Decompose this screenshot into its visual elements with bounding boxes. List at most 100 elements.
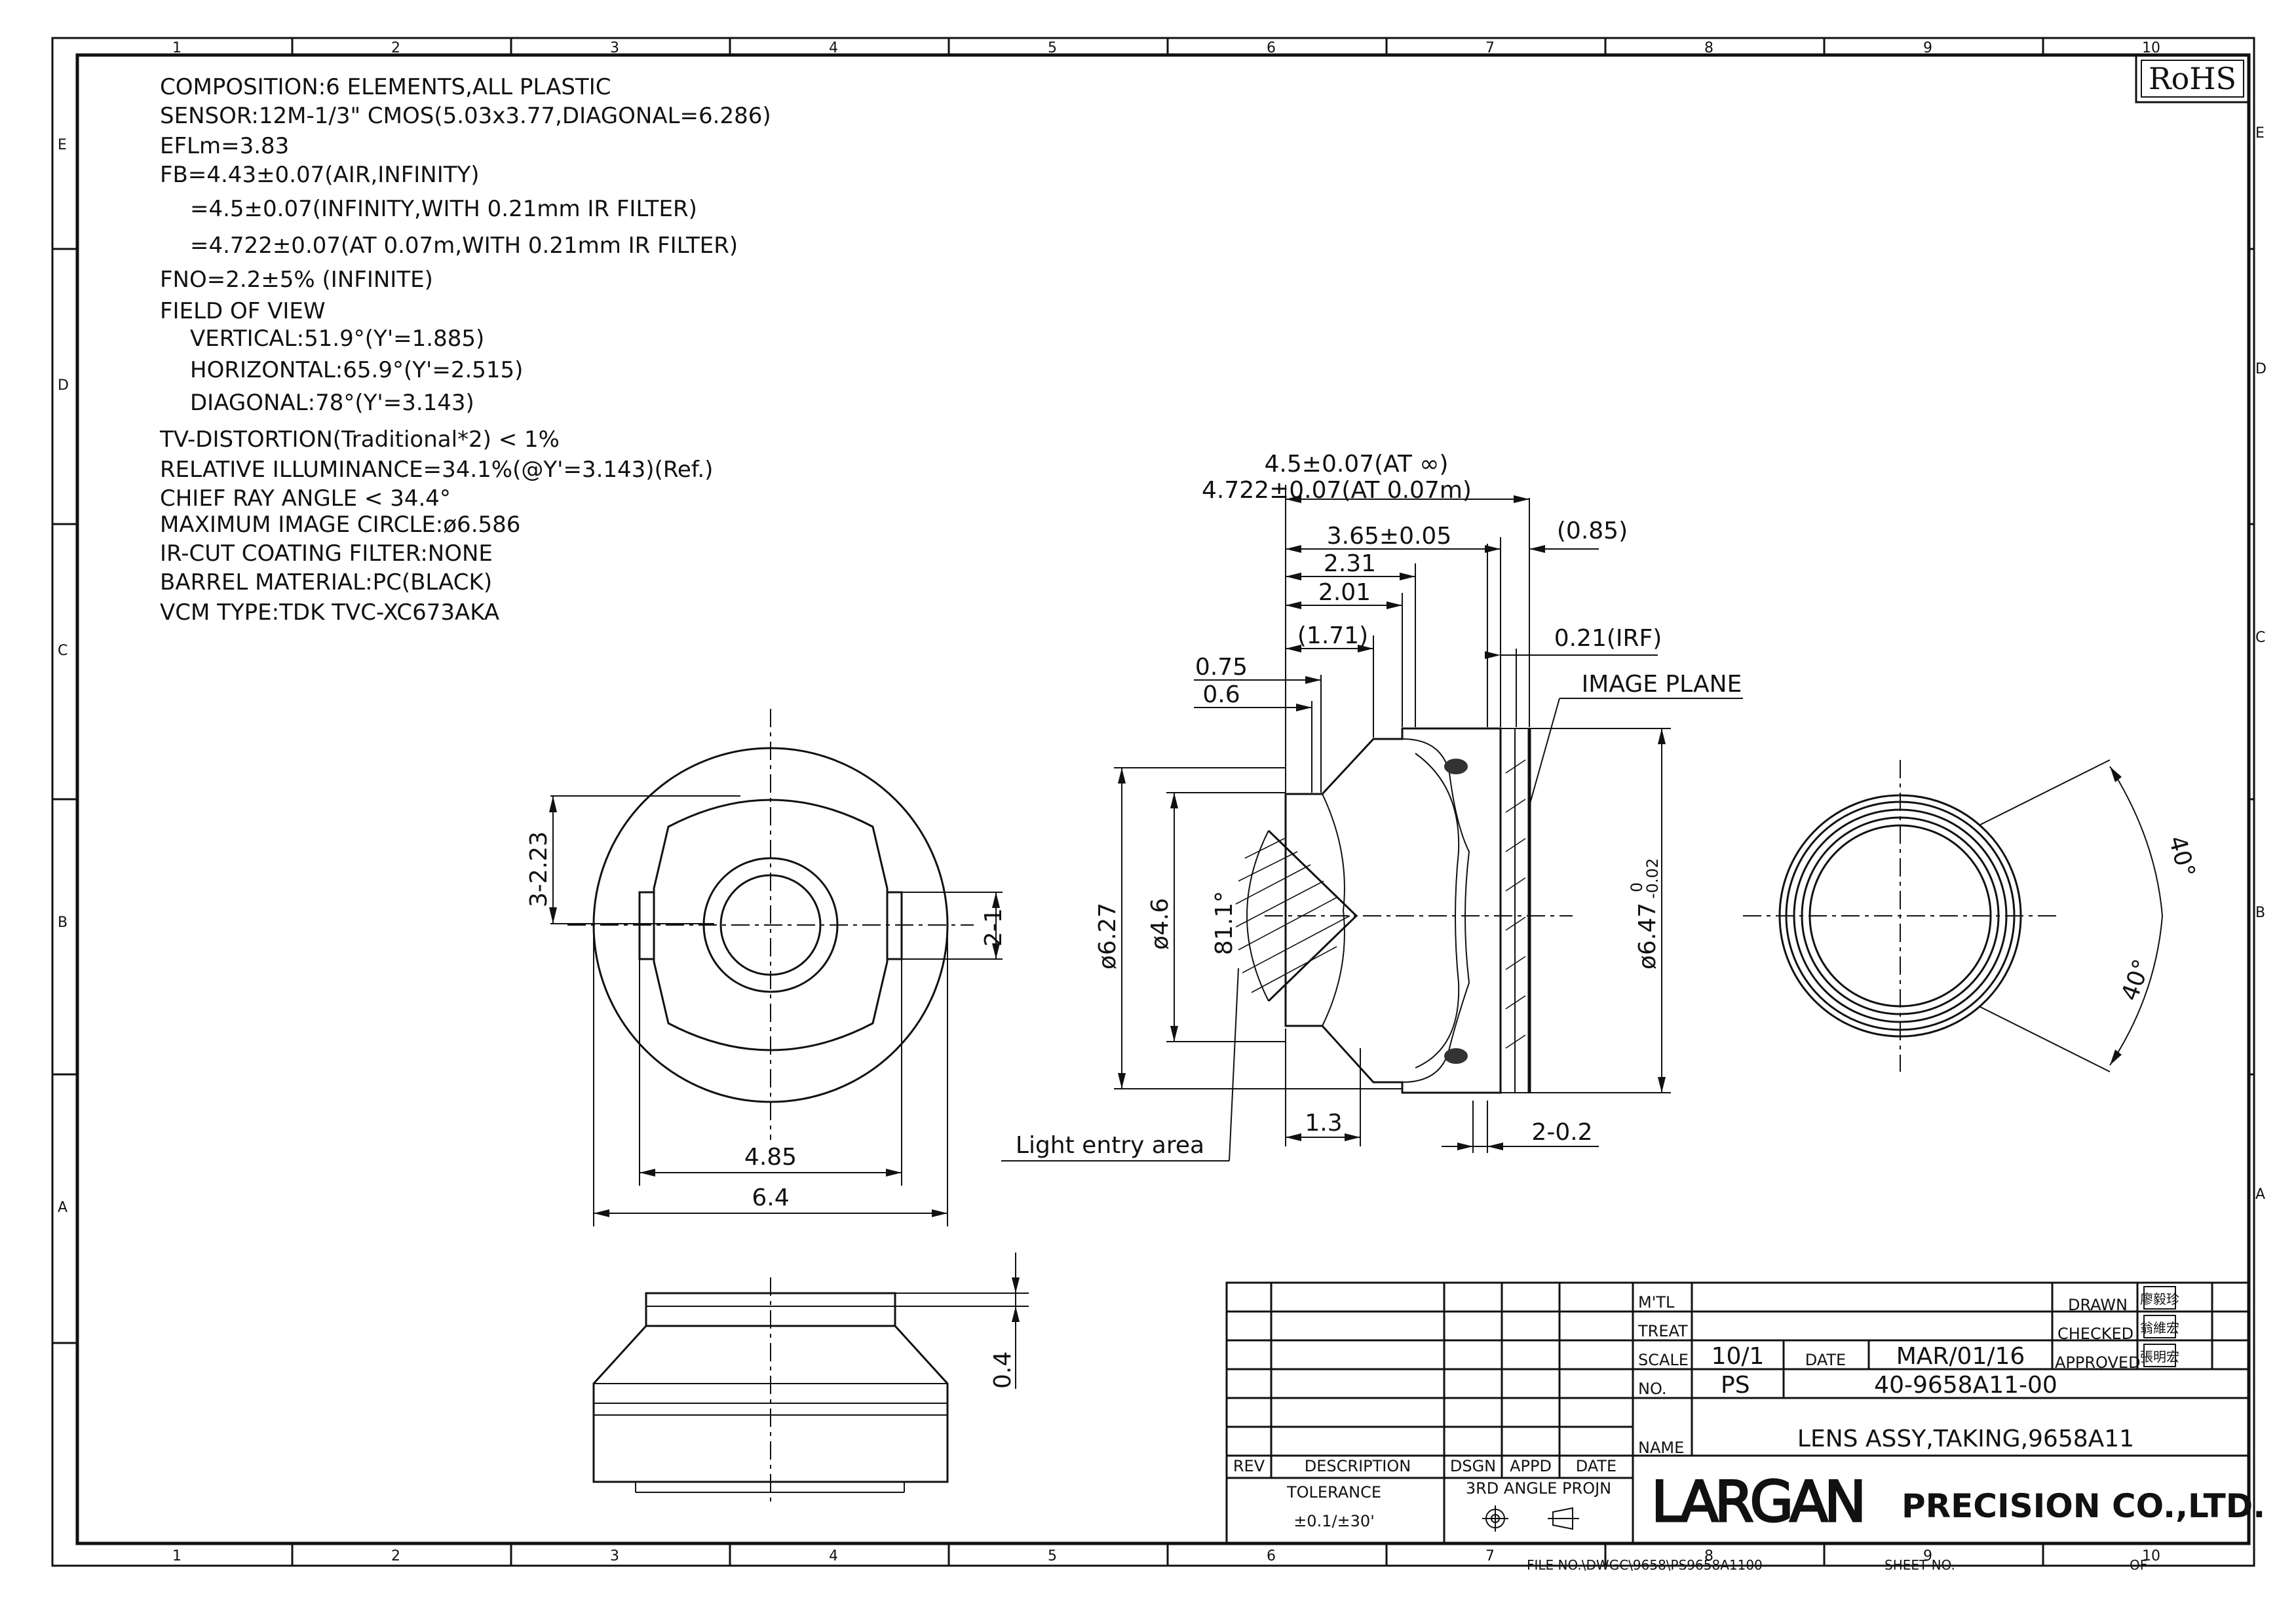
scale-value: 10/1 [1712, 1343, 1765, 1370]
checked-label: CHECKED [2057, 1325, 2133, 1343]
zone-ticks [52, 38, 2254, 1566]
treat-label: TREAT [1637, 1322, 1688, 1340]
drawn-label: DRAWN [2068, 1296, 2128, 1314]
dim-angle-40-upper: 40° [2163, 833, 2200, 880]
zone-col-3-bottom: 3 [610, 1548, 619, 1564]
light-entry-label: Light entry area [1016, 1132, 1204, 1159]
dim-irf: 0.21(IRF) [1554, 625, 1662, 652]
of-label: OF [2130, 1557, 2147, 1573]
dim-length-171: (1.71) [1297, 622, 1368, 649]
file-number: FILE NO.\DWGC\9658\PS9658A1100 [1527, 1557, 1763, 1573]
dim-fb-infinity: 4.5±0.07(AT ∞) [1265, 451, 1449, 478]
zone-row-e-right: E [2255, 125, 2265, 142]
dim-length-365: 3.65±0.05 [1327, 523, 1451, 550]
tolerance-label: TOLERANCE [1286, 1483, 1381, 1501]
zone-row-b-left: B [58, 915, 67, 931]
zone-labels: 1 2 3 4 5 6 7 8 9 10 1 2 3 4 5 6 7 8 9 1… [58, 40, 2267, 1564]
zone-col-8-top: 8 [1704, 40, 1713, 56]
appd-header: APPD [1510, 1457, 1552, 1475]
zone-col-4-bottom: 4 [829, 1548, 838, 1564]
dim-front-width-485: 4.85 [744, 1144, 797, 1171]
drawing-number: 40-9658A11-00 [1874, 1372, 2057, 1399]
zone-row-a-right: A [2255, 1186, 2265, 1203]
projection-symbol-icon [1482, 1505, 1579, 1532]
ir-filter-hatch [1505, 759, 1526, 1049]
no-prefix: PS [1721, 1372, 1750, 1399]
dim-length-085: (0.85) [1557, 518, 1628, 544]
specifications-block: COMPOSITION:6 ELEMENTS,ALL PLASTIC SENSO… [159, 74, 771, 626]
approved-label: APPROVED [2055, 1353, 2141, 1372]
dim-diameter-627: ø6.27 [1094, 903, 1121, 970]
zone-row-d-right: D [2255, 361, 2267, 377]
company-name: PRECISION CO.,LTD. [1902, 1487, 2265, 1525]
dim-angle-811: 81.1° [1211, 891, 1238, 955]
zone-col-8-bottom: 8 [1704, 1548, 1713, 1564]
no-label: NO. [1638, 1380, 1667, 1398]
zone-col-9-bottom: 9 [1923, 1548, 1932, 1564]
dsgn-header: DSGN [1450, 1457, 1496, 1475]
rev-header: REV [1233, 1457, 1265, 1475]
zone-row-c-left: C [58, 643, 67, 659]
dim-side-04: 0.4 [989, 1351, 1016, 1389]
side-view: 0.4 [592, 1253, 1029, 1507]
zone-col-6-top: 6 [1267, 40, 1276, 56]
spec-fb-near: =4.722±0.07(AT 0.07m,WITH 0.21mm IR FILT… [190, 233, 738, 259]
sheet-number-label: SHEET NO. [1885, 1557, 1955, 1573]
section-view: 4.5±0.07(AT ∞) 4.722±0.07(AT 0.07m) 3.65… [1001, 451, 1743, 1161]
spec-barrel-material: BARREL MATERIAL:PC(BLACK) [160, 569, 492, 595]
projection-label: 3RD ANGLE PROJN [1466, 1479, 1611, 1498]
image-plane-label: IMAGE PLANE [1582, 671, 1742, 698]
company-logo: LARGAN [1651, 1469, 1862, 1535]
dim-647-tol-upper: 0 [1628, 882, 1646, 892]
spec-vcm-type: VCM TYPE:TDK TVC-XC673AKA [160, 599, 499, 626]
zone-col-5-top: 5 [1048, 40, 1057, 56]
dim-length-075: 0.75 [1195, 654, 1248, 681]
checked-signature-stamp: 翁維宏 [2140, 1320, 2179, 1336]
spec-ir-cut: IR-CUT COATING FILTER:NONE [160, 540, 493, 567]
spec-sensor: SENSOR:12M-1/3" CMOS(5.03x3.77,DIAGONAL=… [160, 103, 771, 129]
scale-label: SCALE [1638, 1351, 1689, 1369]
spec-fov-heading: FIELD OF VIEW [160, 298, 326, 324]
title-block: REV DESCRIPTION DSGN APPD DATE TOLERANCE… [1225, 1281, 2265, 1545]
name-label: NAME [1638, 1439, 1684, 1457]
zone-col-7-bottom: 7 [1485, 1548, 1495, 1564]
mtl-label: M'TL [1638, 1293, 1675, 1312]
dim-front-tab: 2-1 [980, 908, 1007, 947]
spec-composition: COMPOSITION:6 ELEMENTS,ALL PLASTIC [160, 74, 611, 100]
date-value: MAR/01/16 [1896, 1343, 2025, 1370]
dim-fb-near: 4.722±0.07(AT 0.07m) [1202, 477, 1472, 504]
spec-relative-illuminance: RELATIVE ILLUMINANCE=34.1%(@Y'=3.143)(Re… [160, 457, 713, 483]
zone-col-2-top: 2 [391, 40, 400, 56]
zone-col-10-bottom: 10 [2142, 1548, 2160, 1564]
file-info: FILE NO.\DWGC\9658\PS9658A1100 SHEET NO.… [1527, 1543, 2147, 1573]
dim-angle-40-lower: 40° [2116, 956, 2156, 1004]
dim-length-202: 2-0.2 [1531, 1119, 1592, 1146]
zone-row-e-left: E [58, 137, 67, 153]
zone-col-2-bottom: 2 [391, 1548, 400, 1564]
lens-hatch [1235, 838, 1350, 993]
zone-row-b-right: B [2255, 905, 2265, 921]
zone-row-d-left: D [58, 377, 69, 394]
spec-efl: EFLm=3.83 [160, 133, 289, 159]
spec-max-image-circle: MAXIMUM IMAGE CIRCLE:ø6.586 [160, 512, 520, 538]
dim-front-height: 3-2.23 [526, 831, 552, 907]
dim-front-width-64: 6.4 [752, 1184, 789, 1211]
part-name: LENS ASSY,TAKING,9658A11 [1797, 1426, 2134, 1452]
dim-length-13: 1.3 [1305, 1110, 1342, 1137]
zone-col-5-bottom: 5 [1048, 1548, 1057, 1564]
spec-fov-vertical: VERTICAL:51.9°(Y'=1.885) [190, 326, 484, 352]
tolerance-value: ±0.1/±30' [1293, 1512, 1375, 1530]
zone-col-6-bottom: 6 [1267, 1548, 1276, 1564]
spec-fb-air: FB=4.43±0.07(AIR,INFINITY) [160, 162, 480, 188]
zone-col-1-bottom: 1 [172, 1548, 182, 1564]
zone-col-3-top: 3 [610, 40, 619, 56]
spec-fov-diagonal: DIAGONAL:78°(Y'=3.143) [190, 390, 474, 416]
zone-col-9-top: 9 [1923, 40, 1932, 56]
dim-length-06: 0.6 [1202, 681, 1240, 708]
spec-chief-ray-angle: CHIEF RAY ANGLE < 34.4° [160, 485, 451, 512]
zone-col-1-top: 1 [172, 40, 182, 56]
spec-fov-horizontal: HORIZONTAL:65.9°(Y'=2.515) [190, 357, 523, 383]
dim-diameter-46: ø4.6 [1147, 898, 1174, 950]
date-header: DATE [1576, 1457, 1617, 1475]
